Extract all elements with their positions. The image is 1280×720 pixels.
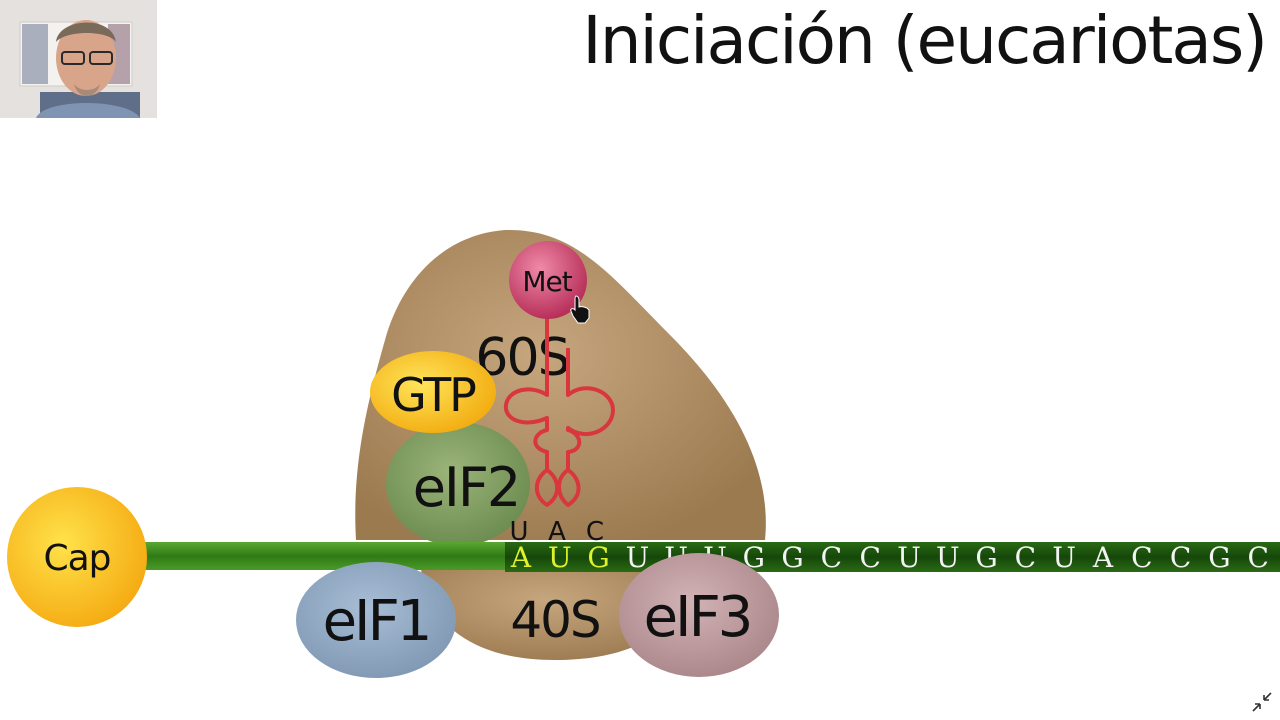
eif2-factor xyxy=(386,422,530,546)
mrna-base: C xyxy=(821,541,842,574)
mrna-base: A xyxy=(1092,541,1114,574)
start-codon-base: A xyxy=(510,541,532,574)
exit-fullscreen-icon[interactable] xyxy=(1250,690,1274,714)
eif1-label: eIF1 xyxy=(323,589,430,654)
eif1-factor xyxy=(296,562,456,678)
mrna-base: G xyxy=(743,541,765,574)
mrna-base: C xyxy=(859,541,880,574)
methionine xyxy=(509,241,587,319)
mrna-base: U xyxy=(936,541,960,574)
mrna-sequence-strand xyxy=(505,542,1280,572)
start-codon-base: G xyxy=(587,541,609,574)
methionine-label: Met xyxy=(522,265,572,298)
eif3-label: eIF3 xyxy=(644,585,751,650)
mrna-base: U xyxy=(897,541,921,574)
anticodon-base: C xyxy=(586,517,604,547)
start-codon-base: U xyxy=(548,541,572,574)
eif2-label: eIF2 xyxy=(413,456,520,519)
ribosome-40s-label: 40S xyxy=(510,591,599,649)
presenter-video xyxy=(0,0,157,118)
gtp-molecule xyxy=(370,351,496,433)
mrna-base: G xyxy=(781,541,803,574)
gtp-label: GTP xyxy=(391,368,476,422)
anticodon: U A C xyxy=(509,517,604,547)
initiator-trna xyxy=(503,300,615,507)
anticodon-base: U xyxy=(509,517,528,547)
cap-structure xyxy=(7,487,147,627)
mrna-base: U xyxy=(1052,541,1076,574)
presenter-webcam xyxy=(0,0,157,118)
cap-label: Cap xyxy=(43,538,110,579)
eif3-factor xyxy=(619,553,779,677)
mrna-base: C xyxy=(1015,541,1036,574)
mrna-base: G xyxy=(975,541,997,574)
anticodon-base: A xyxy=(548,517,566,547)
hand-pointer-icon xyxy=(570,295,590,324)
mrna-base: U xyxy=(626,541,650,574)
mrna-base: C xyxy=(1131,541,1152,574)
mrna-base: C xyxy=(1247,541,1268,574)
mrna-strand xyxy=(140,542,510,570)
mrna-base: G xyxy=(1208,541,1230,574)
mrna-base: C xyxy=(1170,541,1191,574)
slide-title: Iniciación (eucariotas) xyxy=(582,2,1268,79)
